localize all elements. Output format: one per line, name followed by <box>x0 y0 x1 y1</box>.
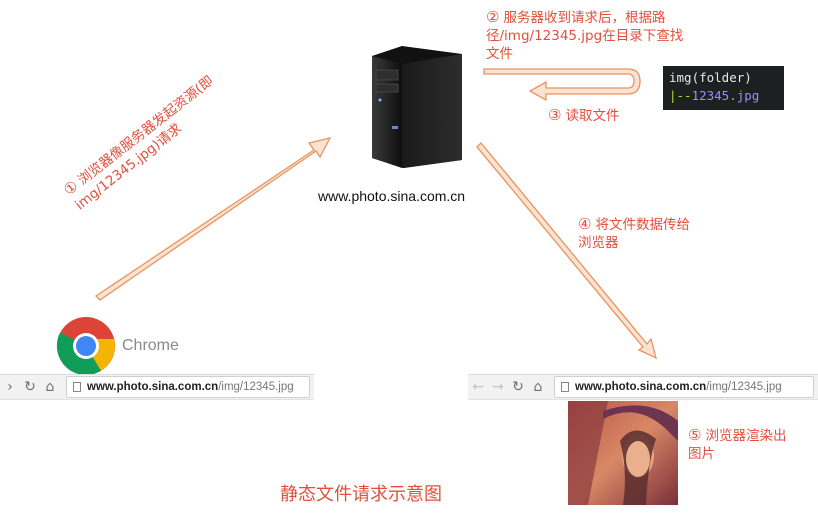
page-icon <box>561 382 569 392</box>
step-2-text: 服务器收到请求后，根据路径/img/12345.jpg在目录下查找文件 <box>486 10 684 62</box>
request-arrow <box>94 137 332 301</box>
page-icon <box>73 382 81 392</box>
home-icon[interactable]: ⌂ <box>533 379 543 395</box>
back-icon[interactable]: ← <box>472 379 484 395</box>
step-3-text: 读取文件 <box>565 108 620 124</box>
step-5-number: ⑤ <box>688 426 702 444</box>
url-host: www.photo.sina.com.cn <box>575 381 707 393</box>
url-path: /img/12345.jpg <box>218 381 294 393</box>
response-arrow <box>476 142 657 360</box>
reload-icon[interactable]: ↻ <box>24 379 36 395</box>
chrome-logo-icon <box>56 317 115 375</box>
address-bar-right[interactable]: www.photo.sina.com.cn/img/12345.jpg <box>554 376 814 398</box>
step-4-text: 将文件数据传给浏览器 <box>578 217 690 251</box>
home-icon[interactable]: ⌂ <box>45 379 55 395</box>
browser-name: Chrome <box>122 337 179 354</box>
tree-prefix: |-- <box>669 88 692 103</box>
url-path: /img/12345.jpg <box>706 381 782 393</box>
step-2-number: ② <box>486 8 500 26</box>
lookup-loop-arrow <box>483 68 641 102</box>
file-name: 12345.jpg <box>691 88 760 103</box>
diagram-caption: 静态文件请求示意图 <box>280 484 442 505</box>
forward-icon[interactable]: → <box>492 379 504 395</box>
step-3-number: ③ <box>548 106 562 124</box>
step-4-number: ④ <box>578 215 592 233</box>
rendered-image <box>568 401 678 505</box>
step-5-text: 浏览器渲染出图片 <box>688 428 787 462</box>
file-line: |--12345.jpg <box>669 87 778 105</box>
browser-toolbar-left: › ↻ ⌂ www.photo.sina.com.cn/img/12345.jp… <box>0 374 314 400</box>
folder-listing: img(folder) |--12345.jpg <box>663 66 784 110</box>
url-host: www.photo.sina.com.cn <box>87 381 219 393</box>
folder-line: img(folder) <box>669 70 752 85</box>
server-tower-icon <box>372 46 462 168</box>
reload-icon[interactable]: ↻ <box>512 379 524 395</box>
address-bar-left[interactable]: www.photo.sina.com.cn/img/12345.jpg <box>66 376 310 398</box>
browser-toolbar-right: ← → ↻ ⌂ www.photo.sina.com.cn/img/12345.… <box>468 374 818 400</box>
forward-icon[interactable]: › <box>7 379 13 395</box>
server-domain-label: www.photo.sina.com.cn <box>318 188 466 204</box>
